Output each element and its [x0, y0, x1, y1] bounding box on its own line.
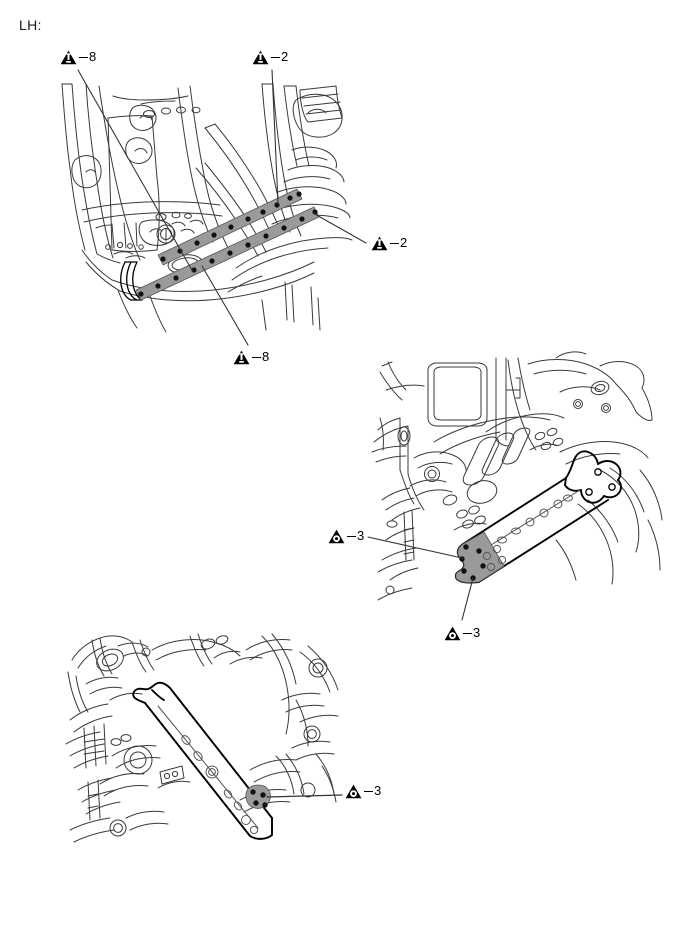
side-label: LH: [19, 17, 42, 33]
callout-8-top-left[interactable]: 8 [60, 50, 96, 65]
callout-number: 2 [400, 235, 408, 250]
ring-triangle-icon [345, 784, 362, 799]
callout-3-bottom-of-diagram2[interactable]: 3 [444, 626, 480, 641]
weld-patch-d2 [455, 531, 505, 583]
callout-number: 3 [374, 783, 382, 798]
callout-dash [347, 536, 356, 537]
callout-3-middle-left[interactable]: 3 [328, 529, 364, 544]
diagram-top-left [61, 69, 367, 346]
leader-lines-d2 [367, 536, 474, 621]
callout-number: 3 [357, 528, 365, 543]
leader-lines-d3 [266, 794, 343, 798]
callout-2-middle-right[interactable]: 2 [371, 236, 407, 251]
warning-triangle-icon [60, 50, 77, 65]
callout-dash [79, 57, 88, 58]
weld-dots-lower [138, 209, 318, 297]
callout-number: 2 [281, 49, 289, 64]
callout-dash [390, 243, 399, 244]
callout-number: 8 [89, 49, 97, 64]
callout-3-bottom-right[interactable]: 3 [345, 784, 381, 799]
ring-triangle-icon [444, 626, 461, 641]
weld-dots-d3 [250, 789, 268, 808]
diagram-middle-right [367, 351, 663, 621]
callout-number: 8 [262, 349, 270, 364]
warning-triangle-icon [371, 236, 388, 251]
ring-triangle-icon [328, 529, 345, 544]
callout-number: 3 [473, 625, 481, 640]
callout-dash [271, 57, 280, 58]
weld-dots-d2 [459, 544, 486, 581]
callout-dash [364, 791, 373, 792]
leader-lines-d1 [77, 69, 367, 346]
warning-triangle-icon [252, 50, 269, 65]
warning-triangle-icon [233, 350, 250, 365]
callout-dash [463, 633, 472, 634]
weld-dots-upper [160, 191, 302, 262]
callout-dash [252, 357, 261, 358]
diagram-bottom-left [65, 633, 343, 843]
callout-2-top-center[interactable]: 2 [252, 50, 288, 65]
callout-8-bottom-center[interactable]: 8 [233, 350, 269, 365]
